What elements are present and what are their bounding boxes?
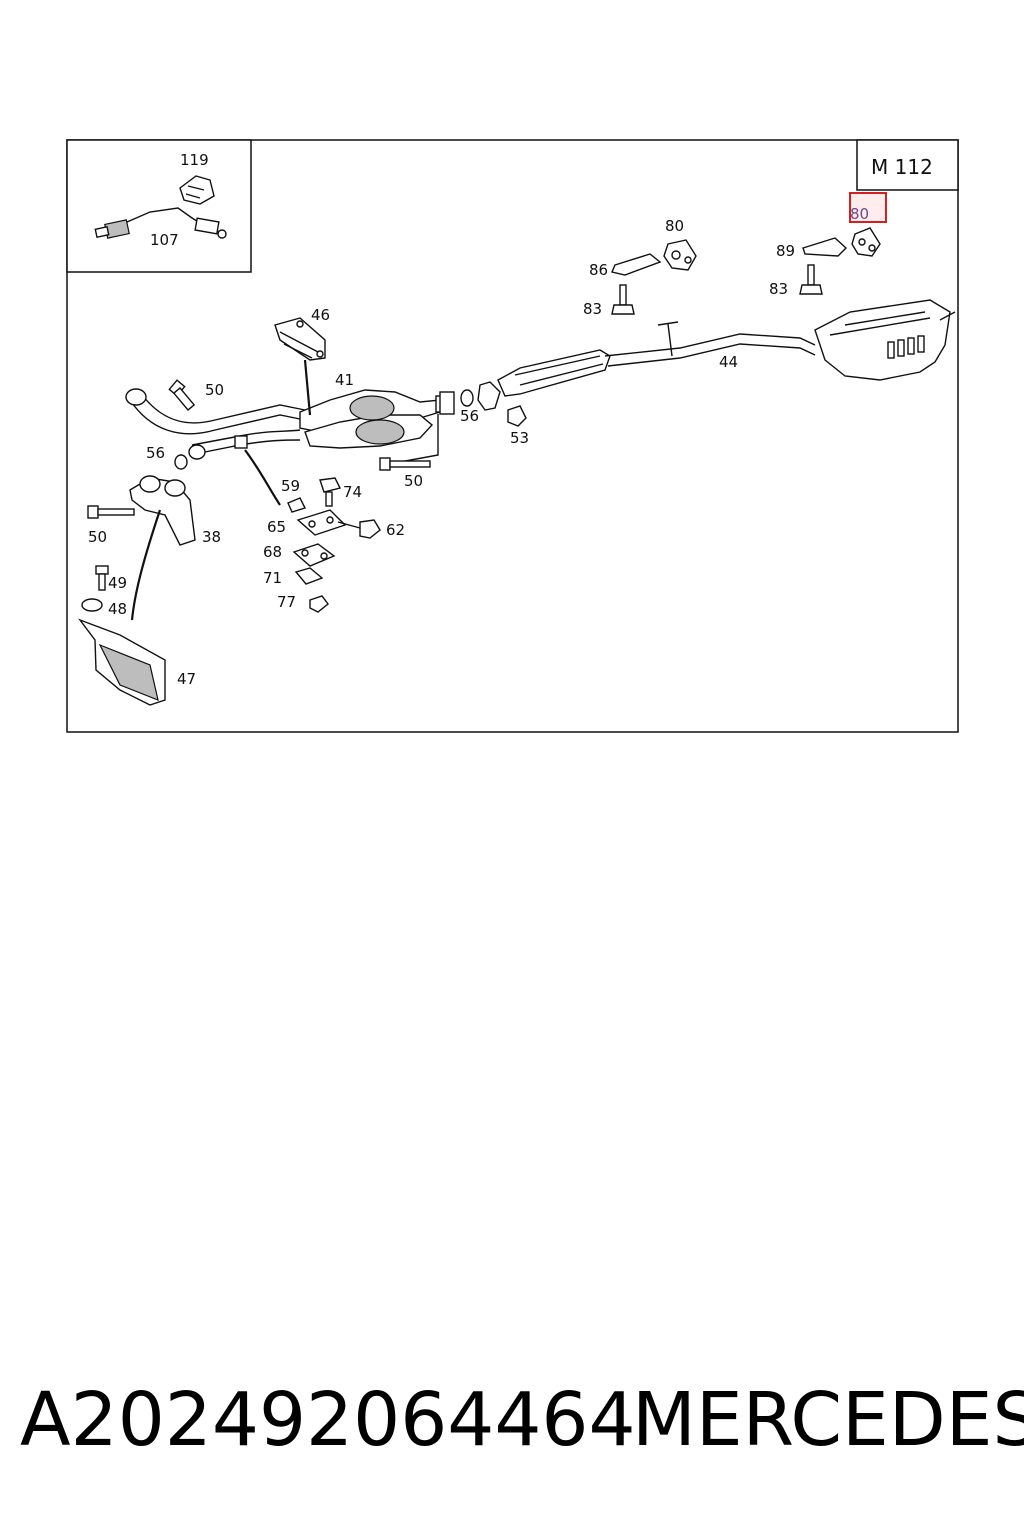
- label-41: 41: [335, 371, 354, 389]
- diagram-frame: [66, 139, 959, 733]
- label-48: 48: [108, 600, 127, 618]
- label-50-center: 50: [404, 472, 423, 490]
- label-83-right: 83: [769, 280, 788, 298]
- highlight-box-part-80[interactable]: [849, 192, 887, 223]
- label-47: 47: [177, 670, 196, 688]
- bolt-74: [319, 477, 342, 507]
- bolt-50-center: [379, 457, 431, 471]
- rubber-mount-53: [507, 405, 527, 427]
- label-80-left: 80: [665, 217, 684, 235]
- clamp-68: [292, 543, 336, 567]
- exhaust-manifold-pipe-38: [129, 475, 196, 546]
- bracket-89: [802, 237, 848, 257]
- washer-48: [81, 598, 103, 612]
- label-74: 74: [343, 483, 362, 501]
- engine-code-box: [856, 139, 959, 191]
- rubber-hanger-80-right: [851, 227, 881, 257]
- nut-62: [337, 519, 381, 539]
- label-62: 62: [386, 521, 405, 539]
- bracket-86: [611, 253, 662, 276]
- front-exhaust-pipe-38: [125, 388, 306, 460]
- label-46: 46: [311, 306, 330, 324]
- bolt-50-upper-left: [168, 379, 196, 411]
- label-107: 107: [150, 231, 179, 249]
- clamp-71: [294, 567, 324, 585]
- engine-code-label: M 112: [871, 155, 933, 179]
- bolt-83-left: [611, 284, 635, 315]
- arrow-46: [303, 359, 312, 416]
- label-38: 38: [202, 528, 221, 546]
- footer: A202492064464 MERCEDES: [0, 1370, 1024, 1480]
- rubber-hanger-80-left: [663, 239, 697, 271]
- label-50-lower: 50: [88, 528, 107, 546]
- heat-shield-47: [78, 618, 166, 706]
- label-68: 68: [263, 543, 282, 561]
- label-119: 119: [180, 151, 209, 169]
- middle-silencer: [477, 321, 816, 411]
- label-56-center: 56: [460, 407, 479, 425]
- bolt-49: [95, 565, 109, 591]
- rear-silencer-44: [814, 299, 956, 381]
- label-71: 71: [263, 569, 282, 587]
- label-89: 89: [776, 242, 795, 260]
- label-49: 49: [108, 574, 127, 592]
- brand-text: MERCEDES: [632, 1377, 1024, 1463]
- label-56-left: 56: [146, 444, 165, 462]
- label-53: 53: [510, 429, 529, 447]
- oxygen-sensor-107: [94, 207, 227, 239]
- clip-59: [287, 497, 306, 513]
- bolt-50-lower-left: [87, 505, 135, 519]
- gasket-56-left: [174, 454, 188, 470]
- label-83-left: 83: [583, 300, 602, 318]
- leader-50-center: [399, 414, 439, 463]
- arrow-38: [130, 509, 162, 621]
- label-59: 59: [281, 477, 300, 495]
- label-77: 77: [277, 593, 296, 611]
- clamp-bracket-46: [274, 317, 326, 361]
- label-65: 65: [267, 518, 286, 536]
- inset-frame: [66, 139, 252, 273]
- nut-77: [309, 595, 329, 613]
- gasket-56-center: [460, 389, 474, 407]
- part-number-text: A202492064464: [20, 1377, 636, 1463]
- label-50-upper: 50: [205, 381, 224, 399]
- flange-center: [439, 391, 455, 415]
- catalytic-converter-41: [299, 389, 451, 449]
- highlight-label-part-80[interactable]: 80: [850, 205, 869, 223]
- sensor-clip-119: [179, 175, 215, 205]
- arrow-59: [244, 449, 281, 506]
- label-44: 44: [719, 353, 738, 371]
- clamp-65: [296, 509, 347, 536]
- exhaust-parts-diagram: M 112 80 119 107: [66, 139, 959, 733]
- label-86: 86: [589, 261, 608, 279]
- bolt-83-right: [799, 264, 823, 295]
